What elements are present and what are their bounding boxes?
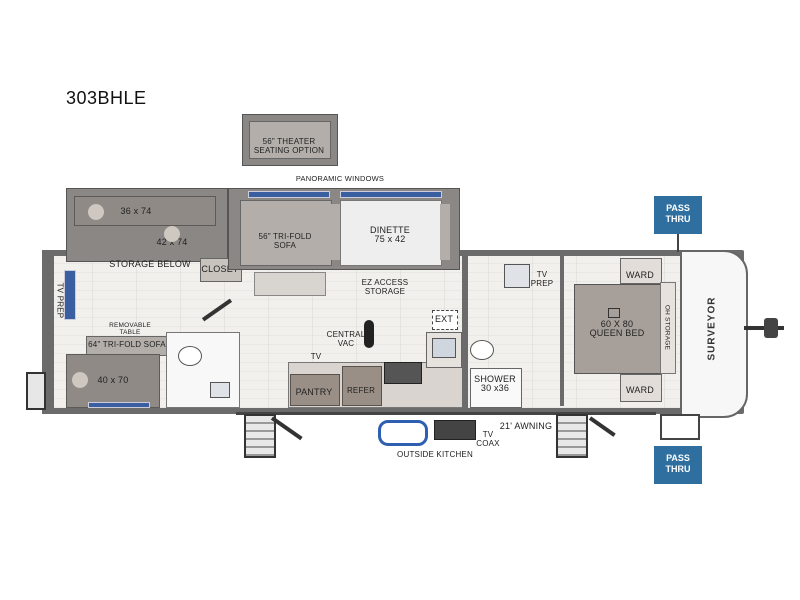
front-door-swing (588, 416, 616, 437)
pantry-label: PANTRY (295, 387, 333, 397)
awning-label: 21' AWNING (499, 421, 553, 431)
sofa-56 (240, 200, 332, 266)
refer-label: REFER (346, 386, 376, 395)
tv-prep-left-label: TV PREP (55, 282, 65, 319)
ez-access-label: EZ ACCESS STORAGE (361, 278, 409, 296)
ward-top-label: WARD (626, 270, 654, 280)
dinette-label: DINETTE 75 x 42 (370, 225, 410, 244)
entry-steps-front (556, 414, 588, 458)
pass-thru-top-line (677, 234, 679, 252)
stove-icon (384, 362, 422, 384)
bunk-lower-label: 42 x 74 (156, 237, 188, 247)
theater-seating-label: 56" THEATER SEATING OPTION (253, 137, 325, 155)
central-vac-label: CENTRAL VAC (326, 330, 366, 348)
awning (236, 412, 656, 415)
sofa-64-label: 64" TRI-FOLD SOFA (88, 340, 166, 349)
dinette-bench (440, 204, 450, 260)
closet (200, 258, 242, 282)
pass-thru-bottom-badge: PASS THRU (654, 446, 702, 484)
panoramic-windows-label: PANORAMIC WINDOWS (295, 174, 385, 183)
hitch-coupler (764, 318, 778, 338)
oh-storage-label: OH STORAGE (663, 304, 671, 351)
entry-steps (244, 414, 276, 458)
ext-box (432, 310, 458, 330)
model-number: 303BHLE (66, 88, 147, 108)
shower (470, 368, 522, 408)
teddy-bear-icon (88, 204, 104, 220)
sink-icon (210, 382, 230, 398)
kitchen-sink-icon (432, 338, 456, 358)
bunk-window (88, 402, 150, 408)
removable-table-label: REMOVABLE TABLE (109, 322, 151, 336)
shower-label: SHOWER 30 x36 (474, 374, 516, 393)
sofa-56-cushion (254, 272, 326, 296)
front-cap (680, 250, 748, 418)
pantry (290, 374, 340, 406)
tv-prep-right-label: TV PREP (530, 270, 554, 288)
ext-label: EXT (434, 314, 454, 324)
tv-label: TV (310, 352, 322, 361)
dinette (340, 200, 442, 266)
storage-below-label: STORAGE BELOW (109, 259, 191, 269)
front-bath-wall (462, 250, 468, 414)
bunk-bottom-label: 40 x 70 (97, 375, 129, 385)
oh-storage (660, 282, 676, 374)
ward-bottom-label: WARD (626, 385, 654, 395)
footprint-icon (364, 320, 374, 348)
teddy-bear-icon (164, 226, 180, 242)
pass-thru-bottom-box (660, 414, 700, 440)
panoramic-window (248, 191, 330, 198)
rear-entry-steps (26, 372, 46, 410)
brand-logo: SURVEYOR (706, 296, 718, 361)
outside-kitchen-hose (378, 420, 428, 446)
outside-kitchen-unit (434, 420, 476, 440)
refrigerator (342, 366, 382, 406)
teddy-bear-icon (72, 372, 88, 388)
rear-window (64, 270, 76, 320)
bedroom-wall (560, 256, 564, 406)
wardrobe-bottom (620, 374, 662, 402)
theater-seating-option (242, 114, 338, 166)
queen-bed-label: 60 X 80 QUEEN BED (589, 319, 645, 338)
dinette-bench (330, 204, 340, 260)
bunk-upper-label: 36 x 74 (120, 206, 152, 216)
outside-kitchen-label: OUTSIDE KITCHEN (397, 450, 473, 459)
vanity-sink-icon (504, 264, 530, 288)
toilet-icon (178, 346, 202, 366)
pass-thru-top-badge: PASS THRU (654, 196, 702, 234)
closet-label: CLOSET (201, 264, 239, 274)
tv-coax-label: TV COAX (476, 430, 500, 448)
sofa-56-label: 56" TRI-FOLD SOFA (258, 232, 312, 250)
crown-icon (608, 308, 620, 318)
front-toilet-icon (470, 340, 494, 360)
wardrobe-top (620, 258, 662, 284)
panoramic-window (340, 191, 442, 198)
